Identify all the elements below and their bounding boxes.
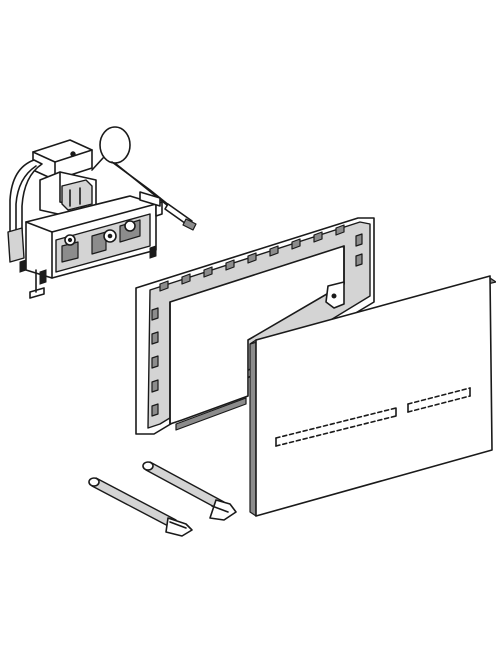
cover-plate bbox=[249, 275, 496, 517]
bolt-right bbox=[142, 461, 237, 521]
frame-top-slots bbox=[159, 224, 345, 292]
sensor-indicator-lines bbox=[275, 387, 471, 447]
bolt-left bbox=[88, 477, 193, 537]
actuator-base-frame bbox=[19, 191, 163, 299]
actuator-side-bracket bbox=[7, 159, 43, 263]
actuator-top-block bbox=[32, 139, 93, 181]
frame-right-slots bbox=[325, 233, 363, 309]
frame-left-slots bbox=[151, 307, 159, 417]
actuator-housing bbox=[39, 171, 97, 219]
actuator-module bbox=[7, 126, 197, 299]
actuator-rod bbox=[164, 203, 197, 231]
pull-ring bbox=[91, 126, 173, 210]
adjustment-tools bbox=[88, 461, 237, 537]
mounting-frame bbox=[135, 217, 375, 435]
